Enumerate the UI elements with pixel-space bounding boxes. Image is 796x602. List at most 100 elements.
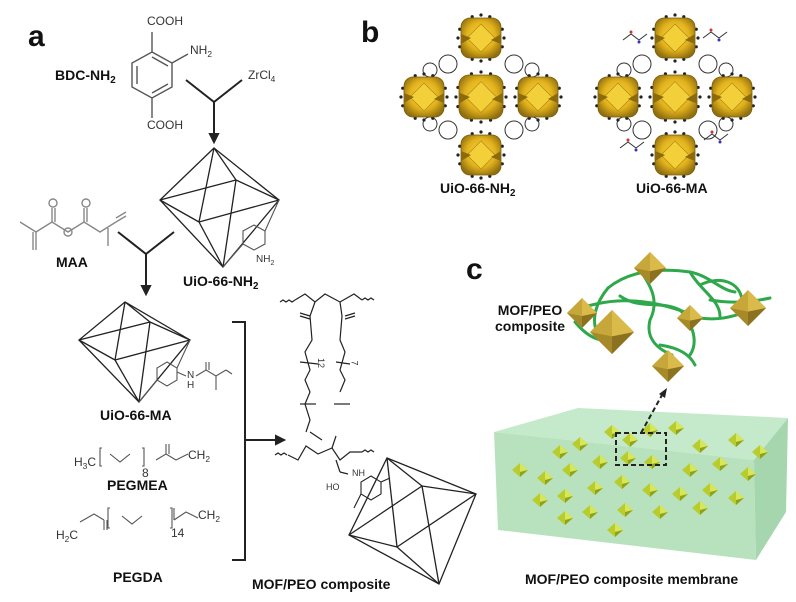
h2c-sub: 2: [64, 534, 70, 544]
mof-cluster: [399, 72, 449, 122]
nh2-group: NH2: [190, 43, 212, 59]
mof-peo-composite-label: MOF/PEO composite: [252, 576, 391, 592]
mof-crystal: [562, 463, 578, 477]
mof-crystal: [620, 451, 636, 465]
octahedron-uio66-nh2: [159, 147, 280, 268]
pegmea-repeat: 8: [142, 466, 149, 480]
uio66-nh2-structure-label: UiO-66-NH2: [440, 180, 515, 199]
pegda-ch2-sub: 2: [215, 514, 221, 524]
mof-crystal: [552, 445, 568, 459]
bdc-benzene-ring: [131, 32, 189, 118]
mof-cluster: [650, 13, 700, 63]
mof-crystal: [740, 467, 756, 481]
mof-crystal: [537, 471, 553, 485]
mof-octahedron: [634, 252, 666, 284]
bdc-nh2-text: BDC-NH: [55, 67, 111, 83]
amine-sub: 2: [270, 260, 275, 267]
b-left-text: UiO-66-NH: [440, 180, 511, 196]
mof-crystal: [587, 481, 603, 495]
mof-cluster: [707, 72, 757, 122]
zrcl4-label: ZrCl4: [248, 68, 275, 84]
bdc-nh2-sub: 2: [110, 75, 116, 86]
mof-crystal: [728, 433, 744, 447]
mof-cluster: [454, 70, 508, 124]
nh2-text: NH: [190, 43, 208, 57]
reaction-arrow-maa: [117, 231, 175, 297]
zoom-dashed-arrow: [640, 394, 663, 434]
mof-crystal: [702, 483, 718, 497]
ch2-sub: 2: [205, 454, 211, 464]
composite-linker-ring: [353, 475, 391, 509]
mof-crystal: [592, 455, 608, 469]
mof-octahedron: [677, 305, 703, 331]
reaction-arrow-zrcl4: [185, 79, 243, 145]
h3c-h: H: [74, 455, 83, 469]
mof-octahedron: [652, 350, 684, 382]
mof-crystal: [692, 439, 708, 453]
peo-polymer-network: [274, 293, 375, 475]
mof-octahedron: [590, 310, 634, 354]
uio66-nh2-amine: NH2: [256, 254, 274, 267]
c-label-line2: composite: [495, 318, 566, 334]
pegmea-label: PEGMEA: [107, 477, 168, 493]
mof-crystal: [572, 437, 588, 451]
pegda-ch2-text: CH: [198, 508, 216, 522]
uio66-nh2-sub: 2: [253, 281, 259, 292]
mof-crystal: [682, 463, 698, 477]
uio66-ma-structure-label: UiO-66-MA: [636, 180, 708, 196]
mof-crystal: [512, 463, 528, 477]
pegda-repeat: 14: [171, 526, 185, 540]
maa-molecule: [19, 198, 127, 250]
mof-cluster: [513, 72, 563, 122]
mof-crystal: [712, 457, 728, 471]
pegda-structure: [79, 507, 199, 530]
zrcl4-sub: 4: [270, 74, 276, 84]
mof-octahedron: [730, 290, 766, 326]
mof-octahedron: [567, 298, 597, 328]
polymer-ho: HO: [326, 482, 340, 492]
pegmea-h3c: H3C: [74, 455, 96, 471]
uio66-ma-label: UiO-66-MA: [100, 407, 172, 423]
mof-crystal: [672, 487, 688, 501]
c-label-line1: MOF/PEO: [497, 302, 563, 318]
ch2-text: CH: [188, 448, 206, 462]
mof-crystal: [728, 491, 744, 505]
mof-crystal: [614, 475, 630, 489]
panel-b-label: b: [361, 16, 380, 49]
reaction-arrow-polymerize: [245, 434, 287, 446]
mof-crystal: [532, 493, 548, 507]
ma-side-chains: [619, 28, 729, 152]
zrcl4-text: ZrCl: [248, 68, 271, 82]
pegmea-ch2: CH2: [188, 448, 210, 464]
panel-c-label: c: [466, 253, 483, 286]
ma-nh-h: H: [187, 380, 195, 391]
mof-crystal: [642, 423, 658, 437]
mof-crystal: [752, 445, 768, 459]
ma-nh-n: N: [187, 370, 195, 381]
bdc-nh2-label: BDC-NH2: [55, 67, 116, 86]
uio66-ma-linker: [138, 339, 233, 403]
h2c-c: C: [69, 528, 79, 542]
uio66-nh2-label: UiO-66-NH2: [183, 273, 258, 292]
uio66-nh2-linker: [222, 199, 280, 268]
cooh-bottom: COOH: [147, 118, 183, 132]
mof-crystal: [668, 421, 684, 435]
mof-crystal: [607, 523, 623, 537]
panel-a-label: a: [28, 20, 45, 53]
mof-crystal: [622, 433, 638, 447]
nh2-sub: 2: [207, 49, 213, 59]
mof-crystal: [642, 483, 658, 497]
mof-crystal: [582, 505, 598, 519]
h3c-c: C: [87, 455, 97, 469]
mof-crystal: [692, 501, 708, 515]
pegmea-structure: [99, 444, 189, 467]
mof-cluster: [456, 13, 506, 63]
mof-cluster: [593, 72, 643, 122]
mof-cluster: [650, 130, 700, 180]
cooh-top: COOH: [147, 14, 183, 28]
mof-crystal: [557, 511, 573, 525]
mof-peo-composite-c-label: MOF/PEO composite: [495, 302, 565, 334]
